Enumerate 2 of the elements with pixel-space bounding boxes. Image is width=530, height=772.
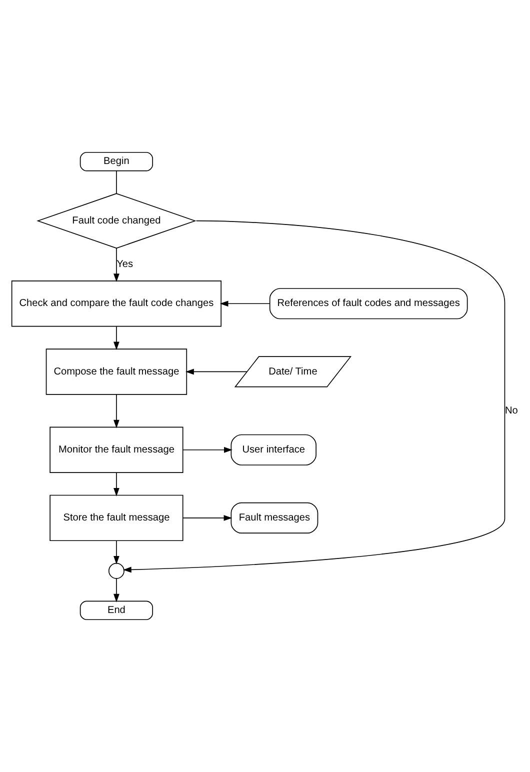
edge-label: Yes	[116, 259, 134, 270]
edge-label: No	[505, 405, 518, 416]
